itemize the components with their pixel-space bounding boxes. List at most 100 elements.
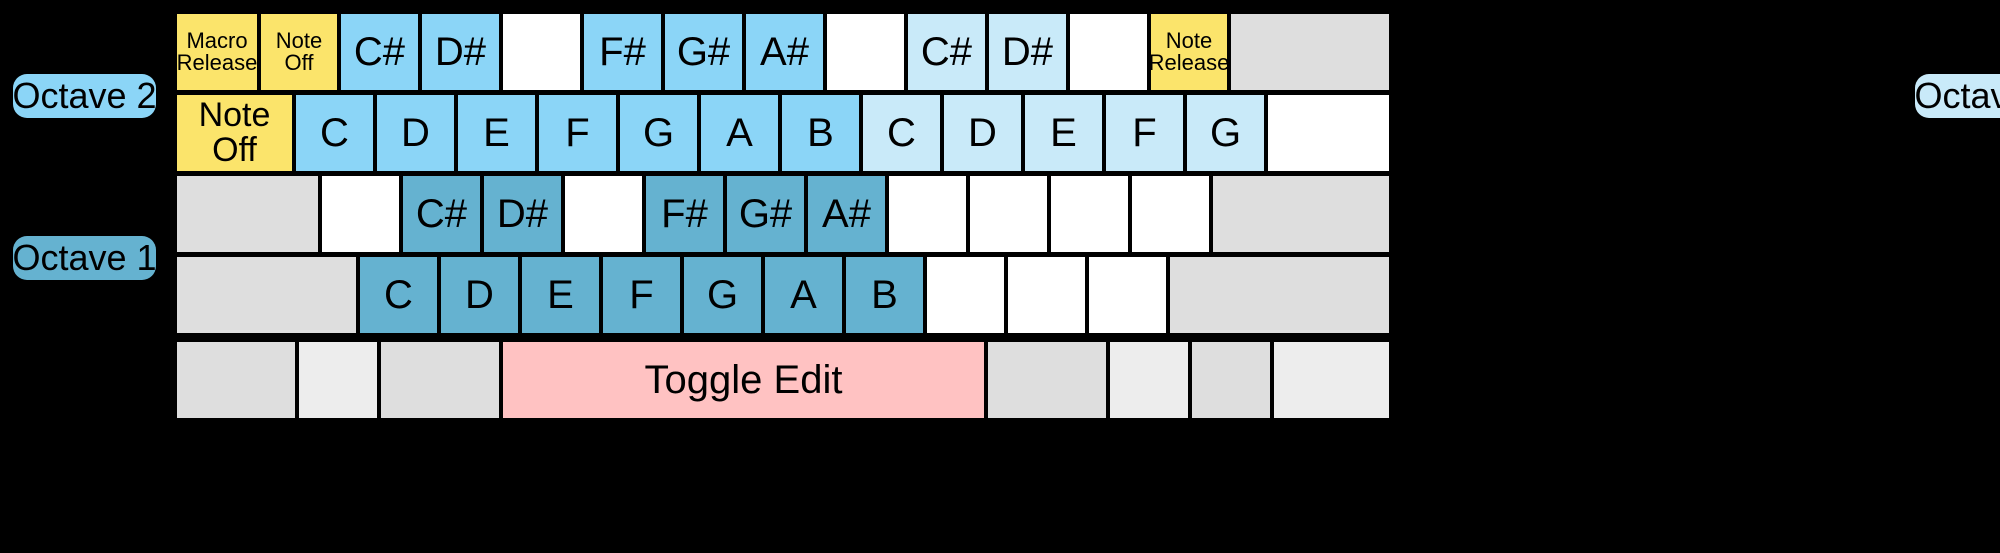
key-d[interactable]: D xyxy=(439,255,520,335)
key-g[interactable]: G xyxy=(618,93,699,173)
key-label: G xyxy=(642,110,675,155)
key-label: A xyxy=(726,110,753,155)
key-label: G xyxy=(1209,110,1242,155)
key-blank[interactable] xyxy=(175,174,320,254)
key-blank[interactable] xyxy=(175,255,358,335)
key-blank[interactable] xyxy=(501,12,582,92)
key-blank[interactable] xyxy=(1211,174,1391,254)
key-blank[interactable] xyxy=(1272,340,1391,420)
key-f[interactable]: F xyxy=(601,255,682,335)
key-label: F xyxy=(565,110,590,155)
octave-3-label: Octave 3 xyxy=(1914,74,2000,118)
key-blank[interactable] xyxy=(1006,255,1087,335)
key-label: D xyxy=(968,110,997,155)
key-blank[interactable] xyxy=(925,255,1006,335)
key-g-sharp[interactable]: G# xyxy=(663,12,744,92)
key-label: D xyxy=(465,272,494,317)
key-label: Note xyxy=(1165,27,1213,53)
key-blank[interactable] xyxy=(1068,12,1149,92)
key-c-sharp[interactable]: C# xyxy=(401,174,482,254)
key-g[interactable]: G xyxy=(682,255,763,335)
key-b[interactable]: B xyxy=(844,255,925,335)
key-label: D# xyxy=(434,29,487,74)
key-blank[interactable] xyxy=(1130,174,1211,254)
key-label: G xyxy=(706,272,739,317)
key-f-sharp[interactable]: F# xyxy=(644,174,725,254)
key-label: A# xyxy=(822,191,871,236)
key-d-sharp[interactable]: D# xyxy=(420,12,501,92)
key-c[interactable]: C xyxy=(861,93,942,173)
key-toggle-edit[interactable]: Toggle Edit xyxy=(501,340,986,420)
key-label: Note xyxy=(275,27,323,53)
key-blank[interactable] xyxy=(320,174,401,254)
key-label: Note xyxy=(198,96,271,135)
key-c[interactable]: C xyxy=(358,255,439,335)
key-label: A# xyxy=(760,29,809,74)
key-label: D# xyxy=(1001,29,1054,74)
key-e[interactable]: E xyxy=(456,93,537,173)
key-a[interactable]: A xyxy=(699,93,780,173)
key-blank[interactable] xyxy=(986,340,1108,420)
key-blank[interactable] xyxy=(1049,174,1130,254)
key-label: Macro xyxy=(186,27,248,53)
key-g-sharp[interactable]: G# xyxy=(725,174,806,254)
key-label: D xyxy=(401,110,430,155)
key-d-sharp[interactable]: D# xyxy=(987,12,1068,92)
key-blank[interactable] xyxy=(1087,255,1168,335)
key-c-sharp[interactable]: C# xyxy=(906,12,987,92)
key-blank[interactable] xyxy=(1168,255,1391,335)
key-label: B xyxy=(871,272,898,317)
key-label: C xyxy=(887,110,916,155)
key-blank[interactable] xyxy=(379,340,501,420)
key-blank[interactable] xyxy=(175,340,297,420)
key-blank[interactable] xyxy=(1108,340,1190,420)
key-label: F xyxy=(1132,110,1157,155)
key-label: Toggle Edit xyxy=(644,357,843,402)
key-label: E xyxy=(547,272,574,317)
key-label: C# xyxy=(353,29,406,74)
octave-1-label: Octave 1 xyxy=(12,236,157,280)
key-label: F# xyxy=(661,191,708,236)
key-d[interactable]: D xyxy=(375,93,456,173)
key-label: C xyxy=(320,110,349,155)
key-b[interactable]: B xyxy=(780,93,861,173)
key-g[interactable]: G xyxy=(1185,93,1266,173)
key-label: Off xyxy=(212,131,257,169)
key-a-sharp[interactable]: A# xyxy=(744,12,825,92)
key-e[interactable]: E xyxy=(1023,93,1104,173)
key-blank[interactable] xyxy=(887,174,968,254)
key-label: C# xyxy=(415,191,468,236)
key-blank[interactable] xyxy=(1229,12,1391,92)
key-f[interactable]: F xyxy=(537,93,618,173)
key-blank[interactable] xyxy=(1190,340,1272,420)
key-blank[interactable] xyxy=(1266,93,1391,173)
key-e[interactable]: E xyxy=(520,255,601,335)
key-blank[interactable] xyxy=(825,12,906,92)
key-a[interactable]: A xyxy=(763,255,844,335)
keyboard-row-space: Toggle Edit xyxy=(175,340,1391,420)
key-blank[interactable] xyxy=(297,340,379,420)
key-f-sharp[interactable]: F# xyxy=(582,12,663,92)
key-d-sharp[interactable]: D# xyxy=(482,174,563,254)
key-label: Release xyxy=(176,50,258,75)
key-blank[interactable] xyxy=(968,174,1049,254)
key-label: Off xyxy=(284,50,314,75)
key-c[interactable]: C xyxy=(294,93,375,173)
key-label: E xyxy=(483,110,510,155)
key-a-sharp[interactable]: A# xyxy=(806,174,887,254)
key-f[interactable]: F xyxy=(1104,93,1185,173)
key-label: A xyxy=(790,272,817,317)
key-c-sharp[interactable]: C# xyxy=(339,12,420,92)
key-label: C# xyxy=(920,29,973,74)
key-label: F# xyxy=(599,29,646,74)
key-d[interactable]: D xyxy=(942,93,1023,173)
key-blank[interactable] xyxy=(563,174,644,254)
